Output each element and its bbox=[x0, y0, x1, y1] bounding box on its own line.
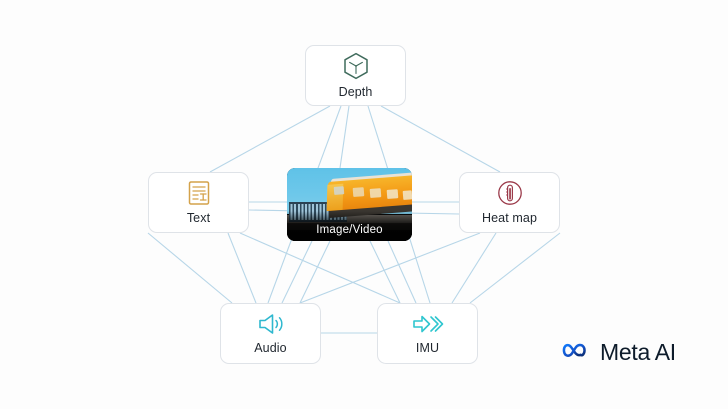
node-audio-label: Audio bbox=[254, 341, 287, 355]
edge-text-audio bbox=[227, 232, 257, 304]
document-text-icon bbox=[187, 180, 211, 206]
node-depth-label: Depth bbox=[338, 85, 373, 99]
edge-text-imu bbox=[239, 232, 401, 304]
photo-train-window bbox=[402, 190, 412, 200]
node-heat-map-label: Heat map bbox=[482, 211, 537, 225]
node-image-video-label: Image/Video bbox=[316, 224, 383, 236]
train-photo bbox=[287, 168, 412, 241]
node-text[interactable]: Text bbox=[148, 172, 249, 233]
edge-media-imu bbox=[387, 240, 417, 304]
edge-text-outer bbox=[147, 232, 233, 304]
edge-media-audio-b bbox=[299, 240, 331, 304]
speaker-icon bbox=[256, 312, 286, 336]
photo-train-window bbox=[386, 189, 399, 199]
photo-train-window bbox=[352, 187, 365, 197]
node-audio[interactable]: Audio bbox=[220, 303, 321, 364]
edge-heatmap-outer bbox=[469, 232, 561, 304]
motion-arrow-icon bbox=[412, 312, 444, 336]
thermometer-icon bbox=[497, 180, 523, 206]
edge-depth-heatmap bbox=[380, 105, 501, 173]
node-heat-map[interactable]: Heat map bbox=[459, 172, 560, 233]
edge-heatmap-imu bbox=[451, 232, 497, 304]
node-imu-label: IMU bbox=[415, 341, 440, 355]
edge-media-audio bbox=[281, 240, 313, 304]
edge-media-imu-b bbox=[369, 240, 401, 304]
node-depth[interactable]: Depth bbox=[305, 45, 406, 106]
meta-ai-wordmark: Meta AI bbox=[600, 339, 676, 365]
photo-scrim bbox=[287, 211, 412, 241]
node-image-video[interactable]: Image/Video bbox=[287, 168, 412, 241]
meta-ai-brand: Meta AI bbox=[562, 339, 676, 366]
edge-depth-media bbox=[339, 105, 350, 169]
node-imu[interactable]: IMU bbox=[377, 303, 478, 364]
cube-icon bbox=[343, 52, 369, 80]
photo-train-window bbox=[369, 188, 382, 198]
edge-heatmap-audio bbox=[299, 232, 481, 304]
photo-train-window bbox=[333, 186, 345, 195]
node-text-label: Text bbox=[186, 211, 211, 225]
edge-depth-text bbox=[209, 105, 331, 173]
meta-infinity-icon bbox=[562, 340, 593, 365]
